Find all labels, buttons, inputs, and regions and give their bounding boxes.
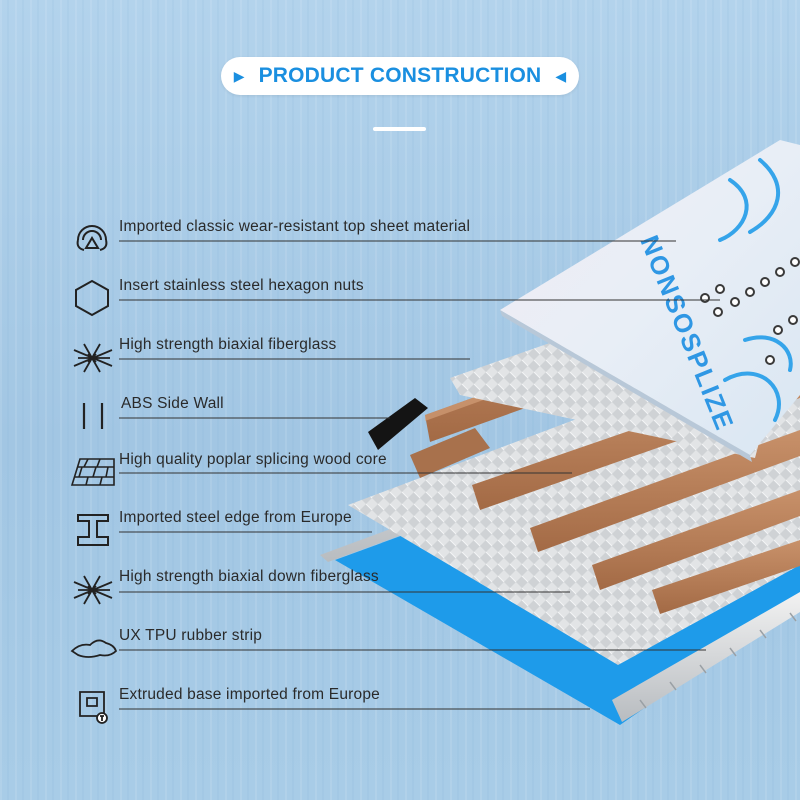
side-wall-icon	[82, 403, 104, 429]
page-title: PRODUCT CONSTRUCTION	[258, 64, 542, 87]
base-icon	[79, 691, 108, 724]
layer-label: Imported steel edge from Europe	[119, 509, 352, 526]
steel-beam-icon	[77, 514, 109, 546]
abs-side-wall-layer	[368, 398, 428, 450]
leader-lines	[119, 240, 720, 710]
title-underline	[373, 127, 426, 131]
layer-label: Insert stainless steel hexagon nuts	[119, 277, 364, 294]
fiberglass-icon	[73, 575, 113, 605]
layer-label: ABS Side Wall	[121, 395, 224, 412]
layer-label: Imported classic wear-resistant top shee…	[119, 218, 471, 235]
fiberglass-icon	[73, 343, 113, 373]
rubber-strip-icon	[70, 639, 118, 658]
top-sheet-graphic	[718, 158, 793, 422]
wood-core-icon	[70, 458, 115, 486]
layer-label: UX TPU rubber strip	[119, 627, 263, 644]
layer-label: High strength biaxial fiberglass	[119, 336, 337, 353]
tpu-strip-layer	[612, 592, 800, 722]
layer-label: High quality poplar splicing wood core	[119, 451, 387, 468]
wear-resistant-icon	[76, 225, 108, 251]
triangle-right-icon: ▶	[233, 68, 245, 84]
top-sheet-edge	[500, 310, 752, 462]
hexagon-icon	[75, 279, 109, 317]
layer-label: High strength biaxial down fiberglass	[119, 568, 379, 585]
tpu-strip-ridges	[639, 612, 797, 709]
insert-nuts	[700, 257, 800, 365]
top-sheet-layer	[500, 140, 800, 455]
triangle-left-icon: ◀	[555, 68, 567, 84]
layer-label: Extruded base imported from Europe	[119, 686, 380, 703]
section-title-pill: ▶ PRODUCT CONSTRUCTION ◀	[221, 57, 579, 95]
